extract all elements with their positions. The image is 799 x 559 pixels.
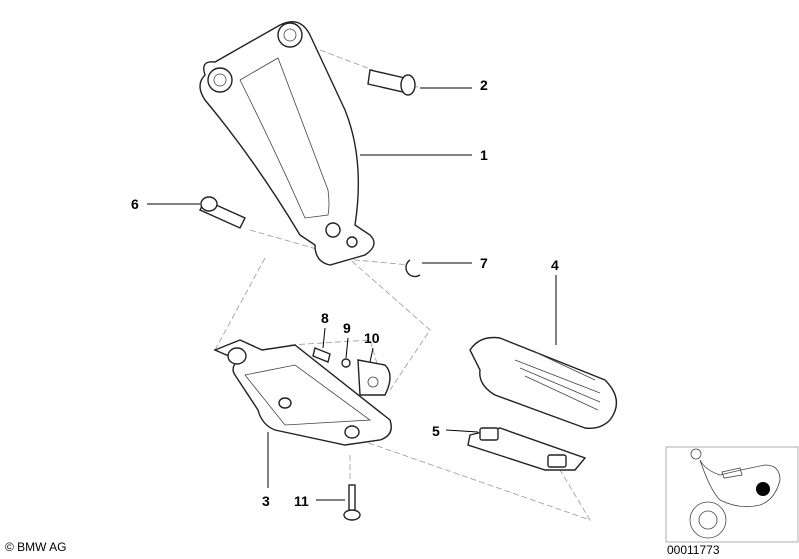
part-5-plate	[467, 427, 587, 471]
part-11-screw	[343, 484, 361, 521]
callout-3: 3	[262, 493, 270, 509]
part-10-plate	[357, 359, 391, 396]
part-9-ball	[341, 358, 351, 368]
part-8-spring	[312, 347, 331, 363]
callout-4: 4	[551, 257, 559, 273]
callout-2: 2	[480, 77, 488, 93]
part-4-rubber-pad	[469, 336, 618, 430]
callout-11: 11	[294, 493, 309, 509]
part-1-footrest-bracket	[199, 21, 375, 266]
copyright-text: © BMW AG	[5, 540, 67, 554]
motorcycle-locator-icon	[665, 446, 799, 543]
callout-5: 5	[432, 423, 440, 439]
part-7-circlip	[405, 259, 421, 278]
part-3-footrest	[213, 339, 392, 446]
callout-8: 8	[321, 310, 329, 326]
callout-7: 7	[480, 255, 488, 271]
callout-10: 10	[364, 330, 380, 346]
part-2-bolt	[367, 69, 416, 96]
callout-1: 1	[480, 147, 488, 163]
part-6-pin	[199, 196, 246, 229]
callout-9: 9	[343, 320, 351, 336]
leader-lines	[147, 87, 557, 501]
diagram-number: 00011773	[667, 543, 720, 557]
callout-6: 6	[131, 196, 139, 212]
